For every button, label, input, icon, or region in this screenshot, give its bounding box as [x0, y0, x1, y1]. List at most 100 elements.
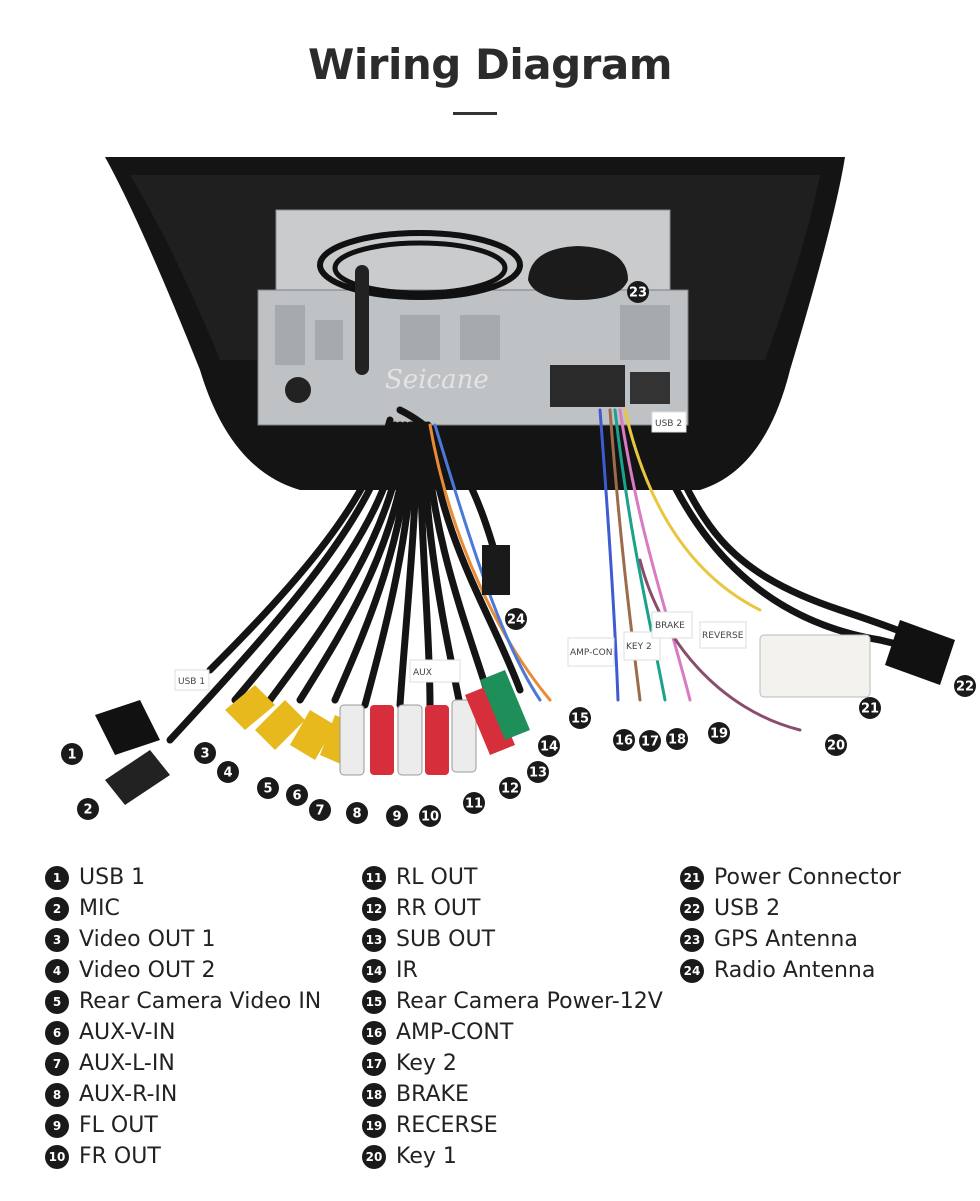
legend-label: AUX-L-IN	[79, 1051, 175, 1076]
legend-label: RR OUT	[396, 896, 481, 921]
legend-item: 15 Rear Camera Power-12V	[362, 986, 663, 1017]
marker-number: 16	[615, 734, 633, 749]
marker-number: 10	[421, 810, 439, 825]
legend-label: GPS Antenna	[714, 927, 858, 952]
usb1-plug	[95, 700, 160, 755]
marker-circle	[286, 784, 308, 806]
tag-aux: AUX	[413, 668, 432, 678]
number-badge: 13	[362, 927, 386, 952]
number-badge: 24	[680, 958, 704, 983]
number-badge: 14	[362, 958, 386, 983]
marker-circle	[666, 728, 688, 750]
marker-circle	[309, 799, 331, 821]
legend-item: 8 AUX-R-IN	[45, 1079, 321, 1110]
radio-socket	[285, 377, 311, 403]
number-badge: 4	[45, 958, 69, 983]
legend-label: Radio Antenna	[714, 958, 876, 983]
number-badge: 8	[45, 1082, 69, 1107]
legend-label: Power Connector	[714, 865, 901, 890]
marker-circle	[613, 729, 635, 751]
marker-number: 2	[83, 803, 92, 818]
legend-label: Rear Camera Video IN	[79, 989, 322, 1014]
number-badge: 9	[45, 1113, 69, 1138]
watermark: Seicane	[385, 365, 489, 395]
marker-number: 23	[629, 286, 647, 301]
number-badge: 22	[680, 896, 704, 921]
legend-label: Key 1	[396, 1144, 457, 1169]
number-badge: 17	[362, 1051, 386, 1076]
marker-circle	[419, 805, 441, 827]
marker-number: 7	[315, 804, 324, 819]
number-badge: 18	[362, 1082, 386, 1107]
marker-circle	[527, 761, 549, 783]
legend-label: Rear Camera Power-12V	[396, 989, 663, 1014]
number-badge: 19	[362, 1113, 386, 1138]
marker-number: 6	[292, 789, 301, 804]
marker-circle	[825, 734, 847, 756]
number-badge: 6	[45, 1020, 69, 1045]
number-badge: 10	[45, 1144, 69, 1169]
legend-label: AUX-V-IN	[79, 1020, 176, 1045]
legend-label: RECERSE	[396, 1113, 498, 1138]
number-badge: 11	[362, 865, 386, 890]
wifi-antenna	[355, 265, 369, 375]
title-underline	[453, 112, 497, 115]
gps-cable-coil	[317, 230, 523, 300]
harness-socket	[550, 365, 625, 407]
marker-circle	[217, 761, 239, 783]
gps-antenna	[528, 246, 628, 300]
marker-number: 18	[668, 733, 686, 748]
legend-item: 1 USB 1	[45, 862, 321, 893]
number-badge: 2	[45, 896, 69, 921]
tag-key-2: KEY 2	[626, 642, 652, 652]
rca-plugs	[225, 670, 530, 776]
tag-amp-con: AMP-CON	[570, 648, 613, 658]
legend-item: 6 AUX-V-IN	[45, 1017, 321, 1048]
tag-reverse: REVERSE	[702, 631, 744, 641]
legend-item: 19 RECERSE	[362, 1110, 663, 1141]
legend-label: IR	[396, 958, 418, 983]
marker-circle	[859, 697, 881, 719]
marker-number: 15	[571, 712, 589, 727]
legend-label: AUX-R-IN	[79, 1082, 178, 1107]
legend-label: USB 1	[79, 865, 146, 890]
marker-number: 21	[861, 702, 879, 717]
marker-number: 20	[827, 739, 845, 754]
marker-circle	[386, 805, 408, 827]
number-badge: 7	[45, 1051, 69, 1076]
legend-label: BRAKE	[396, 1082, 469, 1107]
legend-item: 18 BRAKE	[362, 1079, 663, 1110]
marker-number: 12	[501, 782, 519, 797]
marker-circle	[569, 707, 591, 729]
marker-number: 3	[200, 747, 209, 762]
mic-plug	[105, 750, 170, 805]
number-badge: 15	[362, 989, 386, 1014]
legend-label: MIC	[79, 896, 120, 921]
number-badge: 21	[680, 865, 704, 890]
legend-item: 7 AUX-L-IN	[45, 1048, 321, 1079]
legend-label: Video OUT 1	[79, 927, 216, 952]
tag-brake: BRAKE	[655, 621, 685, 631]
legend-label: AMP-CONT	[396, 1020, 514, 1045]
marker-number: 11	[465, 797, 483, 812]
legend-item: 24 Radio Antenna	[680, 955, 901, 986]
legend-item: 14 IR	[362, 955, 663, 986]
tag-usb-1: USB 1	[178, 677, 205, 687]
number-badge: 1	[45, 865, 69, 890]
marker-circle	[77, 798, 99, 820]
power-connector	[759, 634, 871, 698]
